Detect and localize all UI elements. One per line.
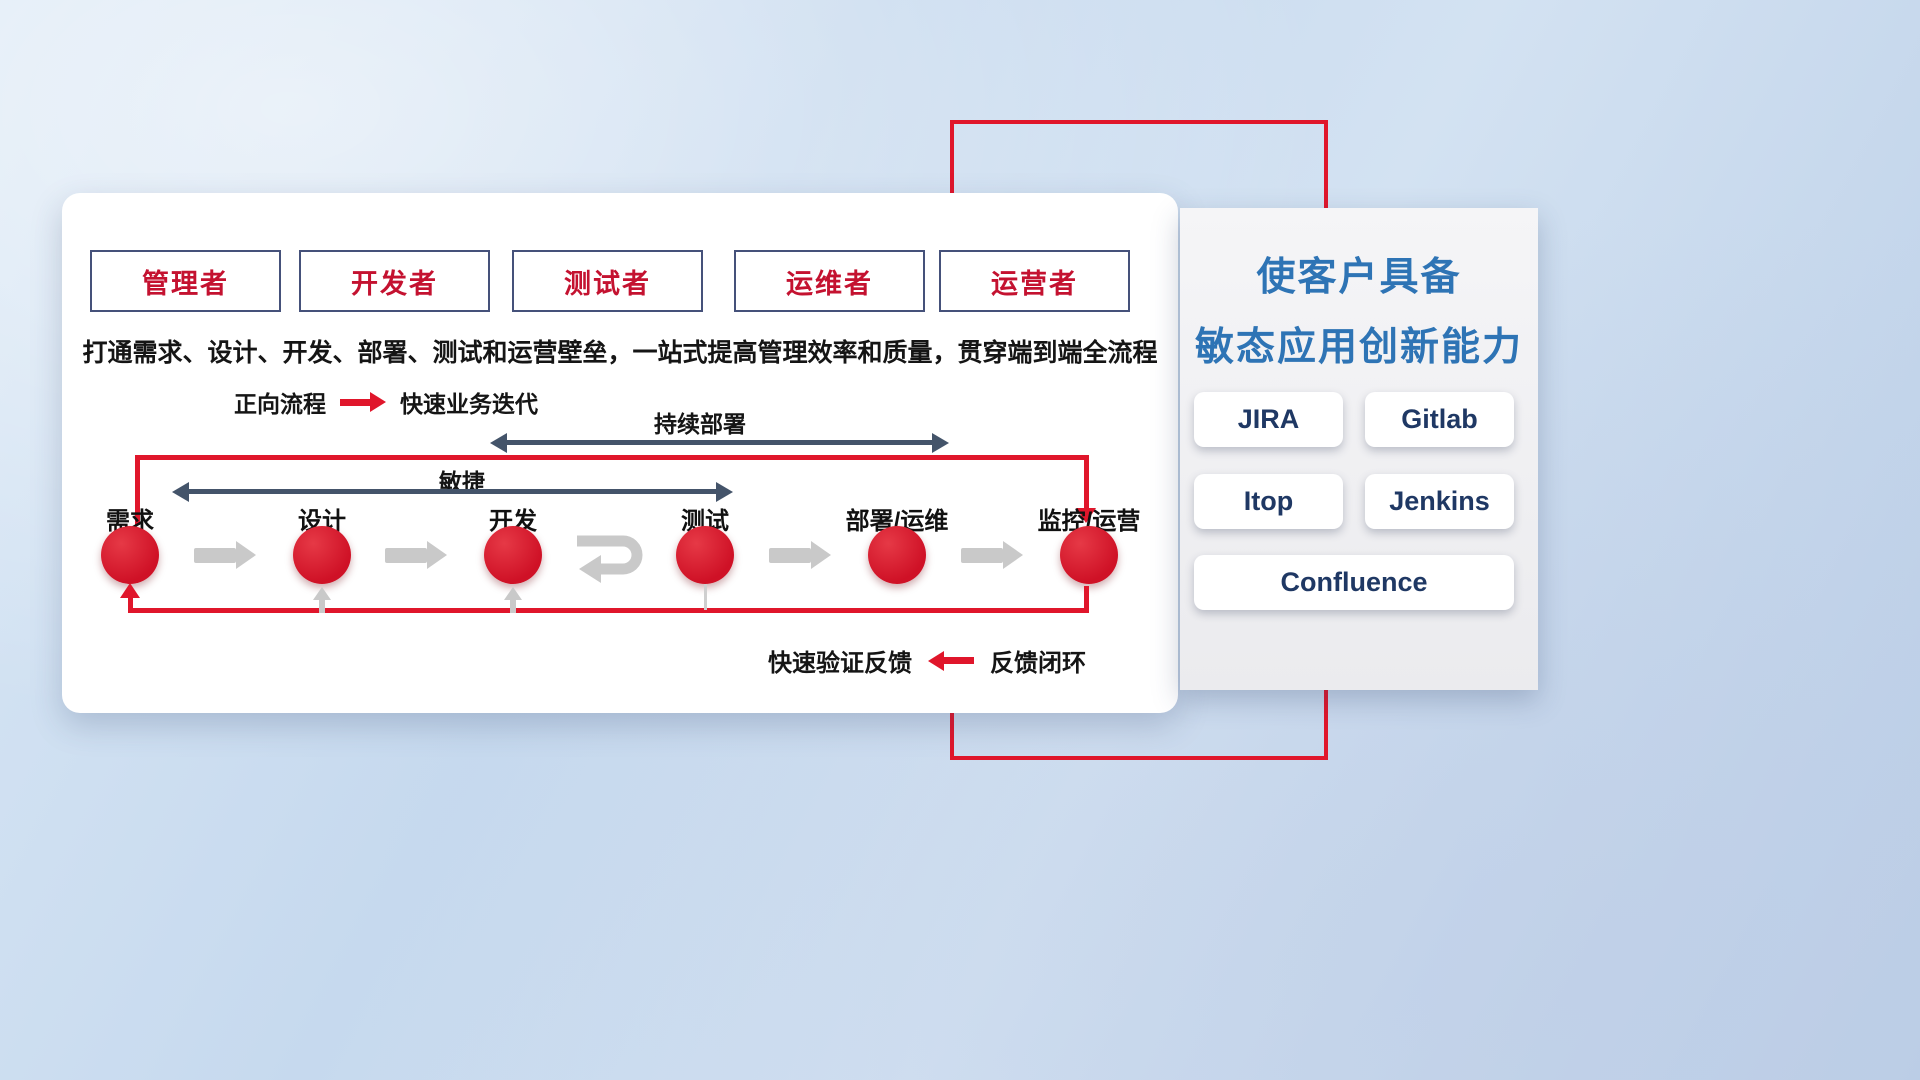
tool-chip-itop: Itop (1194, 474, 1343, 529)
stage-circle-monitor (1060, 526, 1118, 584)
feedback-legend-label: 反馈闭环 (990, 650, 1086, 677)
tool-chip-gitlab: Gitlab (1365, 392, 1514, 447)
role-box-manager: 管理者 (90, 250, 281, 312)
feedback-legend-value: 快速验证反馈 (768, 650, 912, 677)
role-label: 管理者 (142, 268, 229, 299)
test-feedback-connector (704, 584, 707, 610)
process-description: 打通需求、设计、开发、部署、测试和运营壁垒，一站式提高管理效率和质量，贯穿端到端… (82, 339, 1158, 367)
tool-label: Gitlab (1401, 404, 1478, 434)
continuous-deploy-double-arrow (504, 440, 935, 445)
agile-double-arrow (186, 489, 719, 494)
devops-flow-card: 管理者 开发者 测试者 运维者 运营者 打通需求、设计、开发、部署、测试和运营壁… (62, 193, 1178, 713)
role-box-operator: 运营者 (939, 250, 1130, 312)
iteration-loop-icon (577, 535, 643, 583)
continuous-deploy-label: 持续部署 (654, 411, 746, 437)
stage-circle-develop (484, 526, 542, 584)
role-box-developer: 开发者 (299, 250, 490, 312)
stage-circle-test (676, 526, 734, 584)
panel-title-line2: 敏态应用创新能力 (1194, 326, 1523, 369)
feedback-loop-right-top-segment (1084, 455, 1089, 510)
feedback-up-arrow-icon (313, 587, 331, 613)
tool-chip-confluence: Confluence (1194, 555, 1514, 610)
feedback-loop-right-bottom-segment (1084, 586, 1089, 610)
role-box-tester: 测试者 (512, 250, 703, 312)
tool-chip-jira: JIRA (1194, 392, 1343, 447)
stage-circle-deploy-ops (868, 526, 926, 584)
role-label: 测试者 (564, 268, 651, 299)
stage-arrow-icon (961, 541, 1023, 569)
feedback-up-arrow-icon (504, 587, 522, 613)
feedback-loop-left-top-segment (135, 455, 140, 525)
feedback-loop-down-arrowhead-icon (1076, 508, 1096, 523)
tool-chip-jenkins: Jenkins (1365, 474, 1514, 529)
tool-label: Itop (1243, 486, 1294, 516)
forward-arrow-icon (340, 392, 386, 412)
forward-legend: 正向流程 快速业务迭代 (234, 385, 538, 419)
role-box-ops: 运维者 (734, 250, 925, 312)
stage-circle-requirement (101, 526, 159, 584)
tool-label: Jenkins (1389, 486, 1490, 516)
stage-circle-design (293, 526, 351, 584)
forward-legend-value: 快速业务迭代 (400, 391, 538, 417)
stage-arrow-icon (385, 541, 447, 569)
tool-label: JIRA (1237, 404, 1300, 434)
role-label: 运维者 (786, 268, 873, 299)
tool-label: Confluence (1280, 567, 1428, 597)
role-label: 开发者 (351, 268, 438, 299)
stage-arrow-icon (194, 541, 256, 569)
feedback-arrow-icon (928, 650, 974, 671)
stage-arrow-icon (769, 541, 831, 569)
capability-panel: 使客户具备 敏态应用创新能力 JIRA Gitlab Itop Jenkins … (1180, 208, 1538, 690)
feedback-loop-left-bottom-segment (128, 598, 133, 610)
feedback-loop-top-line (135, 455, 1089, 460)
forward-legend-label: 正向流程 (234, 391, 326, 417)
role-label: 运营者 (991, 268, 1078, 299)
feedback-loop-up-arrowhead-icon (120, 583, 140, 598)
feedback-legend: 快速验证反馈 反馈闭环 (768, 643, 1086, 678)
panel-title-line1: 使客户具备 (1256, 256, 1462, 299)
feedback-loop-bottom-line (128, 608, 1089, 613)
